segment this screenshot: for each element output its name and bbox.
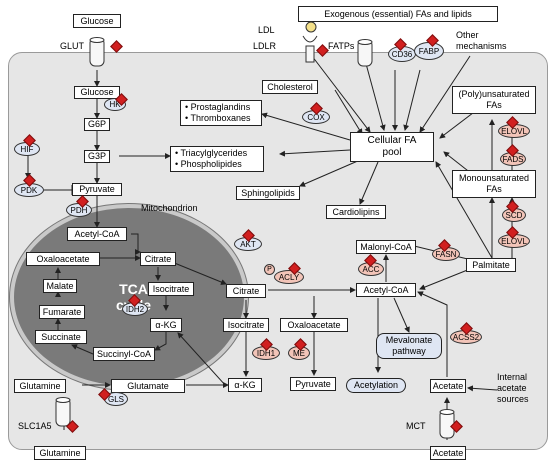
acetyl-coa-mito-node[interactable]: Acetyl-CoA <box>67 227 127 241</box>
succinate-node[interactable]: Succinate <box>35 330 87 344</box>
glutamine-extracellular-node[interactable]: Glutamine <box>34 446 86 460</box>
mct-label: MCT <box>406 421 426 431</box>
prostaglandins-list: • Prostaglandins • Thromboxanes <box>180 100 262 126</box>
cardiolipins-node[interactable]: Cardiolipins <box>326 205 386 219</box>
ldl-label: LDL <box>258 25 275 35</box>
pyruvate-cyto-node[interactable]: Pyruvate <box>290 377 336 391</box>
phosphorylation-marker: P <box>264 264 275 275</box>
sphingolipids-node[interactable]: Sphingolipids <box>236 186 300 200</box>
ldl-particle-icon <box>305 21 317 33</box>
other-mechanisms-label: Other mechanisms <box>456 30 507 51</box>
oxaloacetate-cyto-node[interactable]: Oxaloacetate <box>280 318 348 332</box>
phospholipides-item: • Phospholipides <box>175 159 242 169</box>
polyunsaturated-fas-node[interactable]: (Poly)unsaturated FAs <box>452 86 536 114</box>
glutamine-cyto-node[interactable]: Glutamine <box>14 379 66 393</box>
acetyl-coa-cyto-node[interactable]: Acetyl-CoA <box>356 283 416 297</box>
succinyl-coa-node[interactable]: Succinyl-CoA <box>93 347 155 361</box>
pyruvate-node[interactable]: Pyruvate <box>72 183 122 196</box>
cholesterol-node[interactable]: Cholesterol <box>262 80 318 94</box>
acly-enzyme[interactable]: ACLY <box>274 270 304 284</box>
cellular-fa-pool-node[interactable]: Cellular FA pool <box>350 132 434 162</box>
internal-acetate-label: Internal acetate sources <box>497 372 529 404</box>
citrate-mito-node[interactable]: Citrate <box>140 252 176 266</box>
glucose-node[interactable]: Glucose <box>74 86 120 99</box>
prostaglandins-item: • Prostaglandins <box>185 102 251 112</box>
akg-mito-node[interactable]: α-KG <box>150 318 182 332</box>
monounsaturated-fas-node[interactable]: Monounsaturated FAs <box>452 170 536 198</box>
isocitrate-mito-node[interactable]: Isocitrate <box>148 282 194 296</box>
exogenous-fas-box[interactable]: Exogenous (essential) FAs and lipids <box>298 6 498 22</box>
triacylglycerides-list: • Triacylglycerides • Phospholipides <box>170 146 264 172</box>
mitochondrion-label: Mitochondrion <box>141 203 198 213</box>
citrate-cyto-node[interactable]: Citrate <box>226 284 266 298</box>
hif-enzyme[interactable]: HIF <box>14 142 40 156</box>
fumarate-node[interactable]: Fumarate <box>39 305 85 319</box>
g3p-node[interactable]: G3P <box>84 150 110 163</box>
elovl-bottom-enzyme[interactable]: ELOVL <box>498 234 530 248</box>
mct-transporter-icon <box>439 409 455 439</box>
glucose-extracellular[interactable]: Glucose <box>73 14 121 28</box>
thromboxanes-item: • Thromboxanes <box>185 113 251 123</box>
palmitate-node[interactable]: Palmitate <box>466 258 516 272</box>
slc1a5-transporter-icon <box>55 397 71 427</box>
malate-node[interactable]: Malate <box>43 279 77 293</box>
isocitrate-cyto-node[interactable]: Isocitrate <box>223 318 269 332</box>
glut-transporter-icon <box>89 37 105 67</box>
oxaloacetate-mito-node[interactable]: Oxaloacetate <box>26 252 100 266</box>
fabp-enzyme[interactable]: FABP <box>414 42 444 60</box>
acetylation-node[interactable]: Acetylation <box>346 378 406 393</box>
ldlr-receptor-icon <box>302 35 318 63</box>
glutamate-node[interactable]: Glutamate <box>111 379 185 393</box>
ldlr-label: LDLR <box>253 41 277 51</box>
glut-label: GLUT <box>60 41 85 51</box>
malonyl-coa-node[interactable]: Malonyl-CoA <box>356 240 416 254</box>
mevalonate-pathway-node[interactable]: Mevalonate pathway <box>376 333 442 359</box>
acetate-cyto-node[interactable]: Acetate <box>430 379 466 393</box>
g6p-node[interactable]: G6P <box>84 118 110 131</box>
fatps-label: FATPs <box>328 41 355 51</box>
fatp-transporter-icon <box>357 39 373 67</box>
slc1a5-label: SLC1A5 <box>18 421 52 431</box>
triacylglycerides-item: • Triacylglycerides <box>175 148 248 158</box>
acetate-extracellular-node[interactable]: Acetate <box>430 446 466 460</box>
akg-cyto-node[interactable]: α-KG <box>228 378 262 392</box>
